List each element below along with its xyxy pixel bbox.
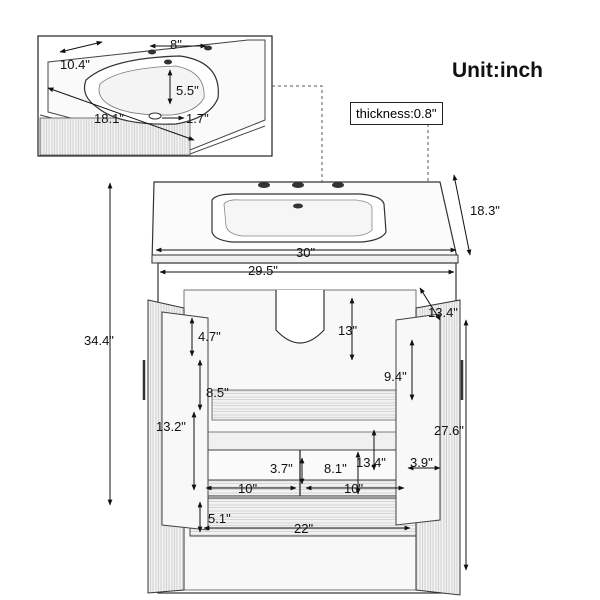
- dim-cabinet-width: 29.5": [248, 263, 278, 278]
- dim-faucet-to-basin: 5.5": [176, 83, 199, 98]
- dimension-lines: [107, 174, 472, 571]
- dim-right-door-upper: 9.4": [384, 369, 407, 384]
- thickness-label: thickness:0.8": [350, 102, 443, 125]
- dim-right-door-height: 27.6": [434, 423, 464, 438]
- dim-drawer-left-width: 10": [238, 481, 258, 496]
- dim-faucet-spacing: 8": [170, 37, 182, 52]
- countertop: [151, 181, 459, 264]
- dim-back-cutout-side: 13.4": [428, 305, 458, 320]
- dim-overall-height: 34.4": [84, 333, 114, 348]
- dim-door-shelf-gap: 8.5": [206, 385, 229, 400]
- dim-basin-width: 18.1": [94, 111, 124, 126]
- dim-drawer-side: 3.9": [410, 455, 433, 470]
- dim-drain: 1.7": [186, 111, 209, 126]
- dim-top-depth: 18.3": [470, 203, 500, 218]
- dim-drawer-divider-height: 3.7": [270, 461, 293, 476]
- dim-door-shelf-top: 4.7": [198, 329, 221, 344]
- dim-drawer-right-width: 10": [344, 481, 364, 496]
- sink-inset: [37, 35, 273, 157]
- cabinet: [142, 262, 464, 596]
- dim-top-width: 30": [296, 245, 316, 260]
- dim-left-door-height: 13.2": [156, 419, 186, 434]
- dim-basin-depth: 10.4": [60, 57, 90, 72]
- dim-drawer-mid-height: 8.1": [324, 461, 347, 476]
- dim-drawer-depth: 13.4": [356, 455, 386, 470]
- dim-back-cutout-height: 13": [338, 323, 358, 338]
- unit-label: Unit:inch: [452, 59, 543, 82]
- dim-drawer-height: 5.1": [208, 511, 231, 526]
- dim-drawer-width: 22": [294, 521, 314, 536]
